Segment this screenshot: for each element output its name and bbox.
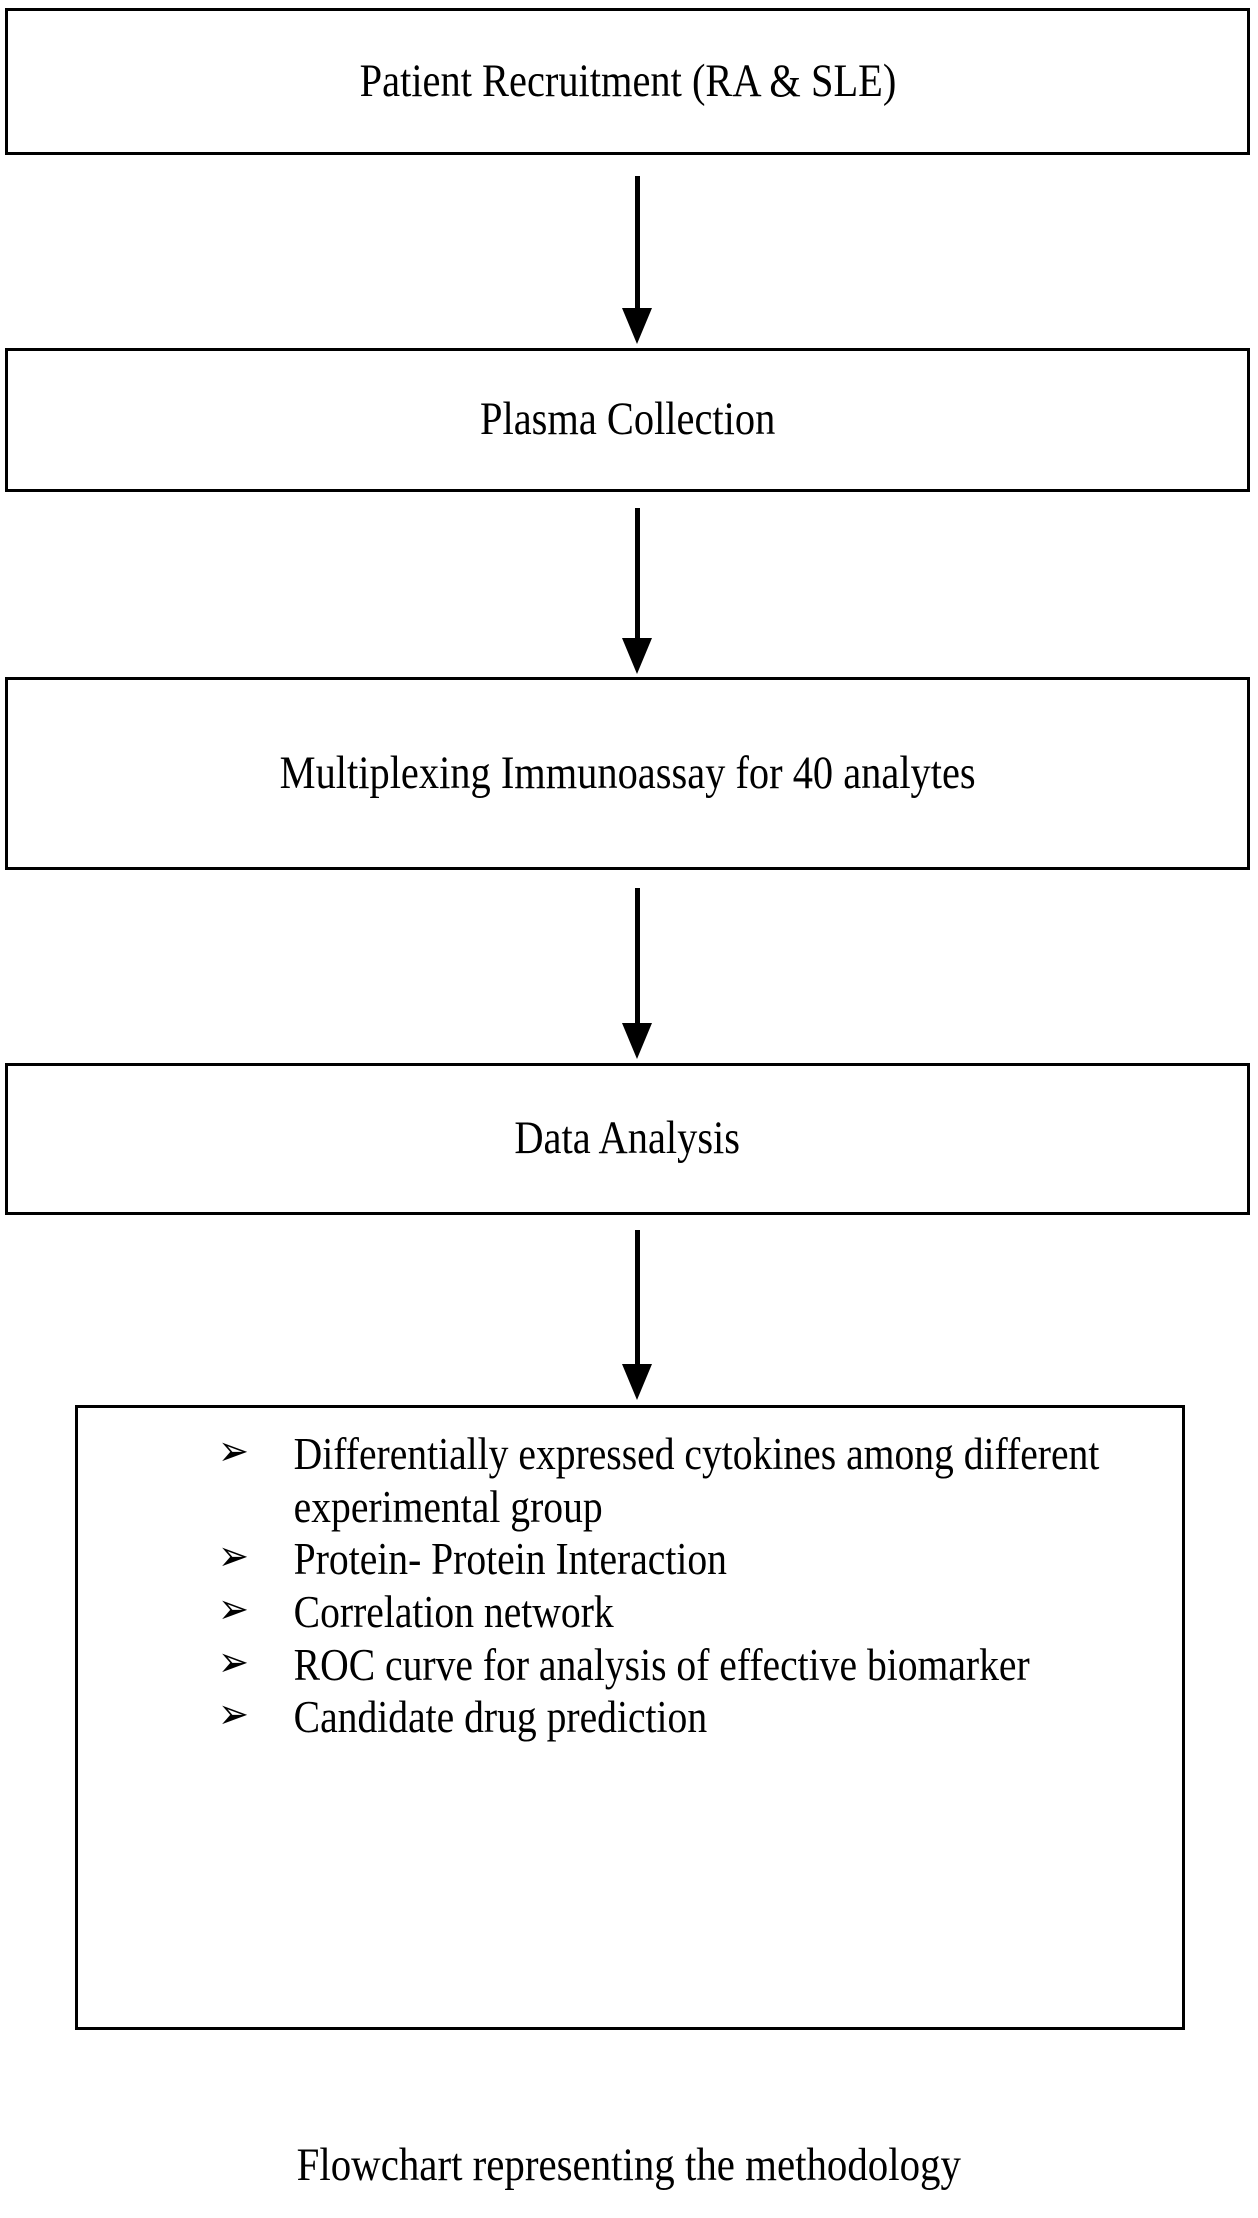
arrow-head	[622, 1023, 652, 1059]
arrow-shaft	[635, 508, 640, 640]
figure-caption: Flowchart representing the methodology	[0, 2139, 1258, 2192]
list-item-label: Differentially expressed cytokines among…	[293, 1429, 1100, 1532]
list-item: ➢ Correlation network	[218, 1583, 1182, 1639]
arrow-shaft	[635, 888, 640, 1025]
arrow-bullet-icon: ➢	[218, 1426, 249, 1475]
flowchart-node-plasma-collection: Plasma Collection	[5, 348, 1250, 492]
down-arrow-icon	[620, 888, 654, 1061]
arrow-head	[622, 1364, 652, 1400]
flowchart-node-outcomes: ➢ Differentially expressed cytokines amo…	[75, 1405, 1185, 2030]
arrow-head	[622, 638, 652, 674]
list-item: ➢ ROC curve for analysis of effective bi…	[218, 1636, 1182, 1692]
node-label: Data Analysis	[514, 1112, 741, 1165]
list-item-label: Candidate drug prediction	[293, 1692, 708, 1743]
down-arrow-icon	[620, 508, 654, 676]
arrow-shaft	[635, 1230, 640, 1366]
figure-caption-text: Flowchart representing the methodology	[296, 2139, 962, 2191]
arrow-bullet-icon: ➢	[218, 1531, 249, 1581]
down-arrow-icon	[620, 1230, 654, 1402]
arrow-head	[622, 308, 652, 344]
list-item-label: Correlation network	[293, 1586, 614, 1637]
flowchart-node-patient-recruitment: Patient Recruitment (RA & SLE)	[5, 8, 1250, 155]
list-item: ➢ Differentially expressed cytokines amo…	[218, 1426, 1182, 1533]
arrow-bullet-icon: ➢	[218, 1636, 249, 1686]
arrow-shaft	[635, 176, 640, 310]
node-label: Multiplexing Immunoassay for 40 analytes	[279, 746, 976, 799]
list-item-label: ROC curve for analysis of effective biom…	[293, 1639, 1030, 1690]
down-arrow-icon	[620, 176, 654, 346]
arrow-bullet-icon: ➢	[218, 1689, 249, 1739]
arrow-bullet-icon: ➢	[218, 1583, 249, 1633]
flowchart-node-multiplexing-immunoassay: Multiplexing Immunoassay for 40 analytes	[5, 677, 1250, 870]
node-label: Plasma Collection	[479, 393, 776, 446]
list-item: ➢ Candidate drug prediction	[218, 1689, 1182, 1744]
list-item-label: Protein- Protein Interaction	[293, 1534, 727, 1585]
list-item: ➢ Protein- Protein Interaction	[218, 1531, 1182, 1586]
node-label: Patient Recruitment (RA & SLE)	[359, 54, 896, 107]
outcomes-list: ➢ Differentially expressed cytokines amo…	[218, 1426, 1160, 1744]
flowchart-node-data-analysis: Data Analysis	[5, 1063, 1250, 1215]
